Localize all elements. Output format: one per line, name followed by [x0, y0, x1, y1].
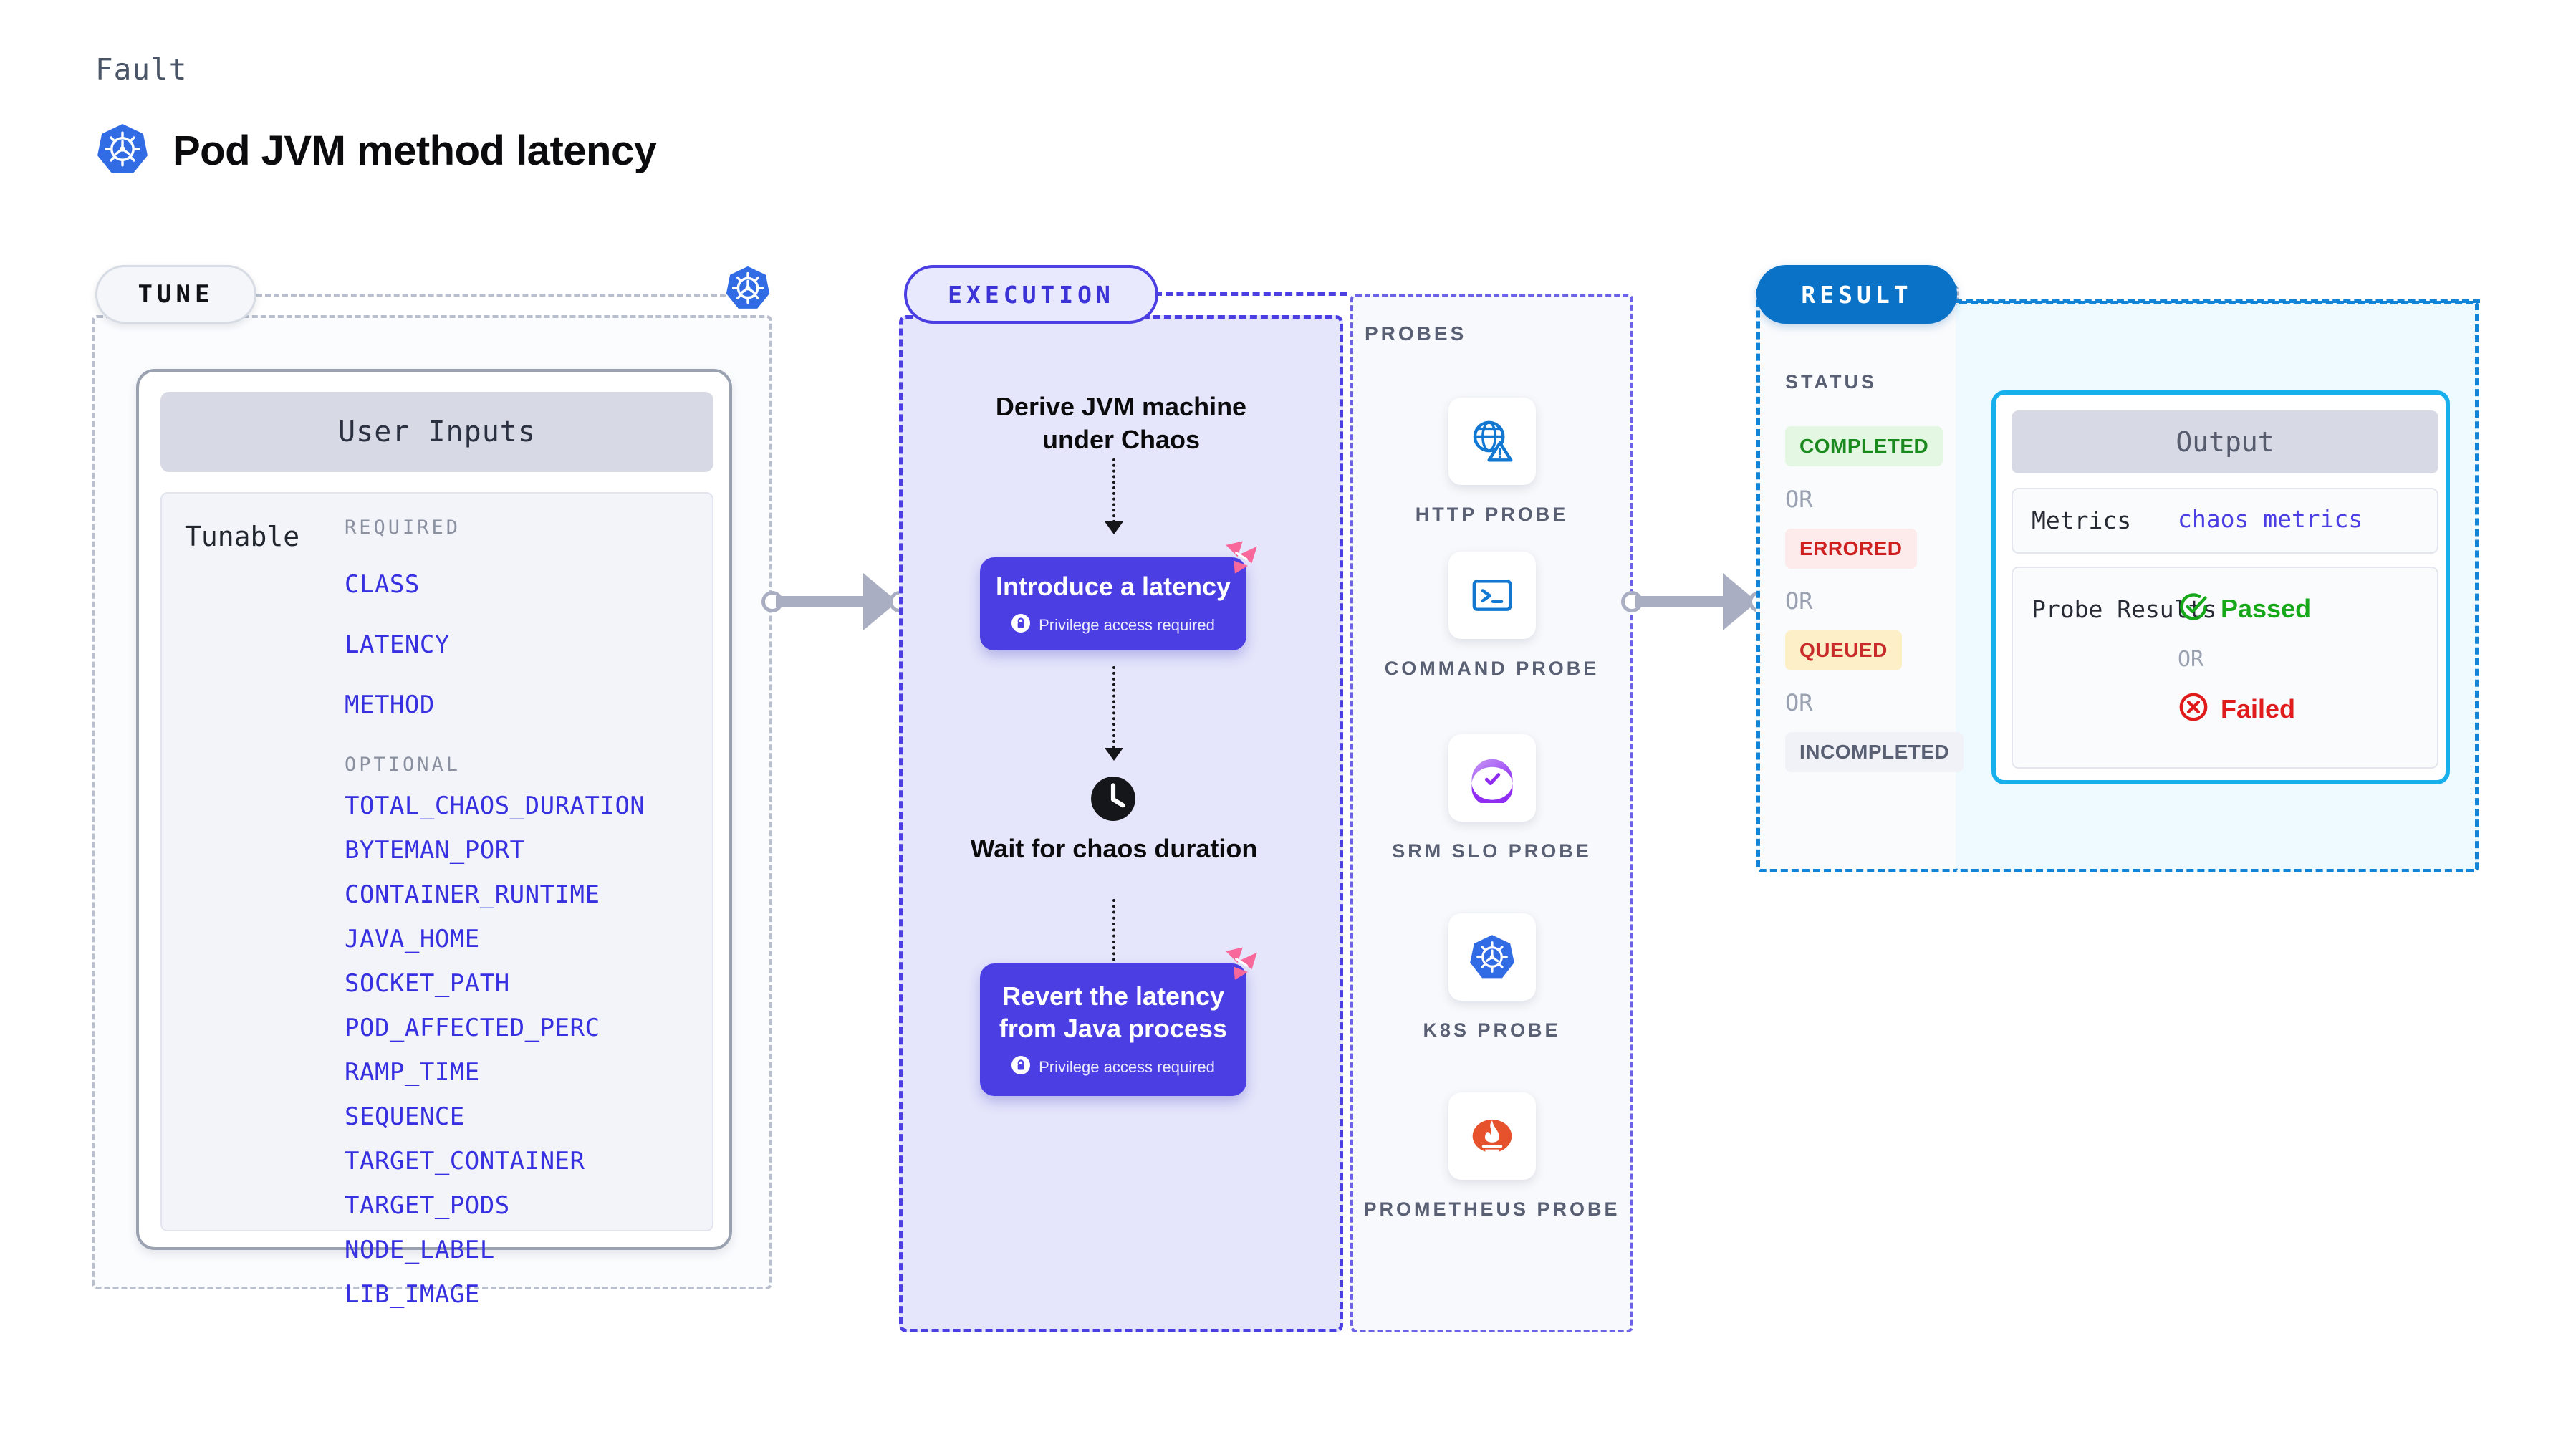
probe-http[interactable]: HTTP PROBE: [1350, 398, 1633, 528]
param-item[interactable]: LIB_IMAGE: [345, 1280, 480, 1309]
param-item[interactable]: CLASS: [345, 570, 420, 599]
probe-result-passed: Passed: [2178, 591, 2311, 626]
terminal-icon: [1448, 552, 1536, 639]
lock-icon: [1011, 1056, 1031, 1079]
result-status-panel: [1756, 285, 1959, 872]
param-item[interactable]: RAMP_TIME: [345, 1058, 480, 1087]
probe-label: SRM SLO PROBE: [1392, 840, 1592, 862]
execution-top-dash: [1155, 292, 1347, 296]
probes-section-label: PROBES: [1365, 322, 1467, 345]
check-circle-icon: [2178, 591, 2209, 626]
probe-label: HTTP PROBE: [1415, 504, 1569, 525]
user-inputs-title: User Inputs: [160, 392, 713, 472]
or-label: OR: [1785, 486, 1813, 513]
execution-panel: [899, 315, 1343, 1332]
tune-top-dash: [256, 294, 726, 297]
srm-slo-icon: [1448, 734, 1536, 822]
status-badge-completed: COMPLETED: [1785, 426, 1943, 466]
or-label: OR: [1785, 587, 1813, 615]
required-params: CLASS LATENCY METHOD: [345, 570, 703, 719]
probe-label: PROMETHEUS PROBE: [1363, 1198, 1620, 1220]
tunable-label: Tunable: [185, 521, 300, 552]
kubernetes-icon: [95, 122, 150, 180]
status-badge-errored: ERRORED: [1785, 529, 1917, 569]
status-section-label: STATUS: [1785, 371, 1877, 393]
param-item[interactable]: BYTEMAN_PORT: [345, 836, 525, 865]
required-section-label: REQUIRED: [345, 516, 461, 539]
result-top-dash: [1955, 299, 2480, 303]
param-item[interactable]: TARGET_CONTAINER: [345, 1147, 585, 1175]
probe-k8s[interactable]: K8S PROBE: [1350, 913, 1633, 1044]
user-inputs-body: Tunable REQUIRED CLASS LATENCY METHOD OP…: [160, 492, 713, 1309]
probe-label: COMMAND PROBE: [1384, 658, 1600, 679]
step-introduce-latency-card[interactable]: Introduce a latency Privilege access req…: [980, 541, 1257, 650]
result-pill[interactable]: RESULT: [1756, 265, 1957, 324]
output-probe-results-row: Probe Results Passed OR F: [2012, 567, 2438, 769]
user-inputs-card: User Inputs Tunable REQUIRED CLASS LATEN…: [136, 369, 732, 1309]
lock-icon: [1011, 614, 1031, 637]
flow-line: [1112, 666, 1115, 749]
status-badge-incompleted: INCOMPLETED: [1785, 732, 1964, 772]
param-item[interactable]: NODE_LABEL: [345, 1236, 495, 1264]
x-circle-icon: [2178, 691, 2209, 726]
param-item[interactable]: LATENCY: [345, 630, 450, 659]
param-item[interactable]: TOTAL_CHAOS_DURATION: [345, 792, 645, 820]
metrics-value[interactable]: chaos metrics: [2178, 505, 2363, 533]
output-title: Output: [2012, 410, 2438, 473]
globe-warning-icon: [1448, 398, 1536, 485]
optional-section-label: OPTIONAL: [345, 754, 461, 776]
flow-arrowhead: [1105, 521, 1123, 534]
passed-label: Passed: [2221, 593, 2312, 623]
page-eyebrow: Fault: [95, 52, 188, 87]
output-card: Output Metrics chaos metrics Probe Resul…: [1991, 390, 2450, 784]
probe-command[interactable]: COMMAND PROBE: [1350, 552, 1633, 682]
probe-prometheus[interactable]: PROMETHEUS PROBE: [1350, 1092, 1633, 1223]
privilege-note-label: Privilege access required: [1039, 1058, 1215, 1077]
or-label: OR: [1785, 689, 1813, 716]
harness-icon: [1221, 943, 1262, 989]
flow-line: [1112, 458, 1115, 523]
param-item[interactable]: TARGET_PODS: [345, 1191, 510, 1220]
parameter-list: REQUIRED CLASS LATENCY METHOD OPTIONAL T…: [345, 516, 703, 1309]
param-item[interactable]: SEQUENCE: [345, 1102, 465, 1131]
param-item[interactable]: SOCKET_PATH: [345, 969, 510, 998]
or-label: OR: [2178, 647, 2204, 672]
privilege-note: Privilege access required: [1011, 614, 1215, 637]
probe-results-key: Probe Results: [2032, 595, 2217, 623]
step-revert-latency-card[interactable]: Revert the latency from Java process Pri…: [980, 947, 1257, 1096]
prometheus-icon: [1448, 1092, 1536, 1180]
kubernetes-icon: [724, 264, 772, 316]
privilege-note-label: Privilege access required: [1039, 616, 1215, 635]
harness-icon: [1221, 537, 1262, 582]
param-item[interactable]: POD_AFFECTED_PERC: [345, 1014, 600, 1042]
output-metrics-row: Metrics chaos metrics: [2012, 488, 2438, 554]
flow-line: [1112, 899, 1115, 967]
probe-result-failed: Failed: [2178, 691, 2295, 726]
tune-pill[interactable]: TUNE: [95, 265, 256, 324]
metrics-key: Metrics: [2032, 506, 2132, 534]
param-item[interactable]: METHOD: [345, 691, 435, 719]
param-item[interactable]: CONTAINER_RUNTIME: [345, 880, 600, 909]
clock-icon: [1090, 775, 1137, 826]
flow-arrowhead: [1105, 748, 1123, 761]
step-derive-label: Derive JVM machine under Chaos: [995, 392, 1247, 455]
execution-pill[interactable]: EXECUTION: [904, 265, 1158, 324]
probe-srm-slo[interactable]: SRM SLO PROBE: [1350, 734, 1633, 865]
kubernetes-icon: [1448, 913, 1536, 1001]
step-revert-latency-label: Revert the latency from Java process: [999, 981, 1228, 1043]
probe-label: K8S PROBE: [1423, 1019, 1561, 1041]
status-badge-queued: QUEUED: [1785, 630, 1902, 670]
failed-label: Failed: [2221, 693, 2296, 723]
param-item[interactable]: JAVA_HOME: [345, 925, 480, 953]
privilege-note: Privilege access required: [1011, 1056, 1215, 1079]
step-introduce-latency-label: Introduce a latency: [995, 571, 1231, 601]
step-wait-label: Wait for chaos duration: [970, 834, 1258, 863]
page-title-row: Pod JVM method latency: [95, 122, 657, 180]
page-title: Pod JVM method latency: [173, 128, 657, 174]
optional-params: TOTAL_CHAOS_DURATION BYTEMAN_PORT CONTAI…: [345, 792, 703, 1309]
